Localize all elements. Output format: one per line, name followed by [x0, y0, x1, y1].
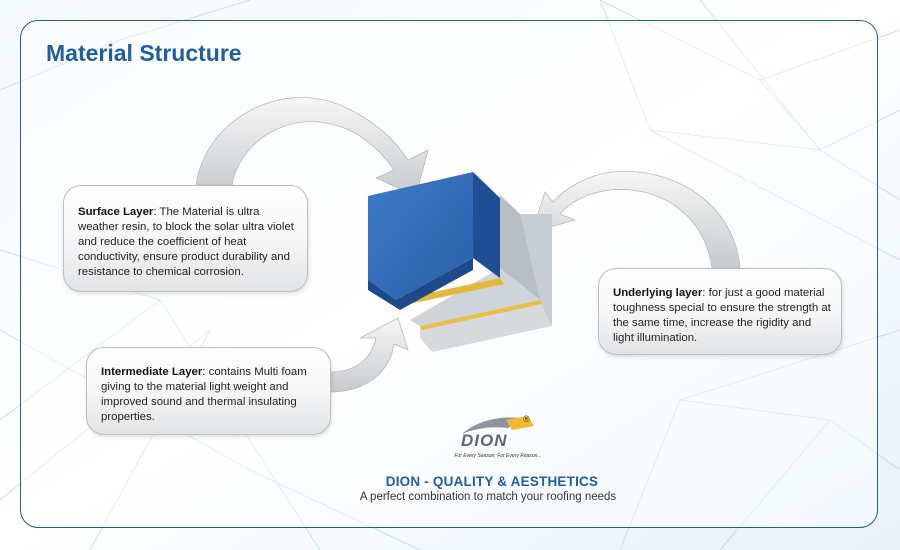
curved-arrow-intermediate [329, 317, 409, 393]
logo-registered-mark: ® [523, 414, 530, 424]
curved-arrow-underlying [531, 170, 741, 269]
surface-layer-side [473, 172, 500, 278]
surface-layer-front [368, 172, 473, 300]
intermediate-layer-label: Intermediate Layer [101, 366, 203, 378]
surface-layer-callout: Surface Layer: The Material is ultra wea… [63, 185, 308, 292]
underlying-layer-front [420, 300, 552, 352]
footer-subtitle: A perfect combination to match your roof… [359, 491, 617, 503]
surface-layer-label: Surface Layer [78, 206, 154, 218]
curved-arrow-surface [195, 97, 429, 197]
intermediate-layer-text: : contains Multi foam giving to the mate… [101, 366, 307, 423]
intermediate-layer-callout: Intermediate Layer: contains Multi foam … [86, 347, 331, 435]
underlying-layer-text: : for just a good material toughness spe… [613, 287, 831, 344]
page-title: Material Structure [46, 40, 242, 66]
intermediate-layer [396, 278, 504, 306]
dion-logo-icon [462, 416, 534, 434]
surface-layer-text: : The Material is ultra weather resin, t… [78, 206, 294, 278]
material-block [368, 172, 552, 352]
underlying-layer-callout: Underlying layer: for just a good materi… [598, 268, 842, 355]
logo-tagline: For Every Season, For Every Reason... [454, 453, 542, 459]
footer-title: DION - QUALITY & AESTHETICS [385, 474, 599, 489]
underlying-layer-label: Underlying layer [613, 287, 703, 299]
logo-wordmark: DION [461, 431, 508, 450]
